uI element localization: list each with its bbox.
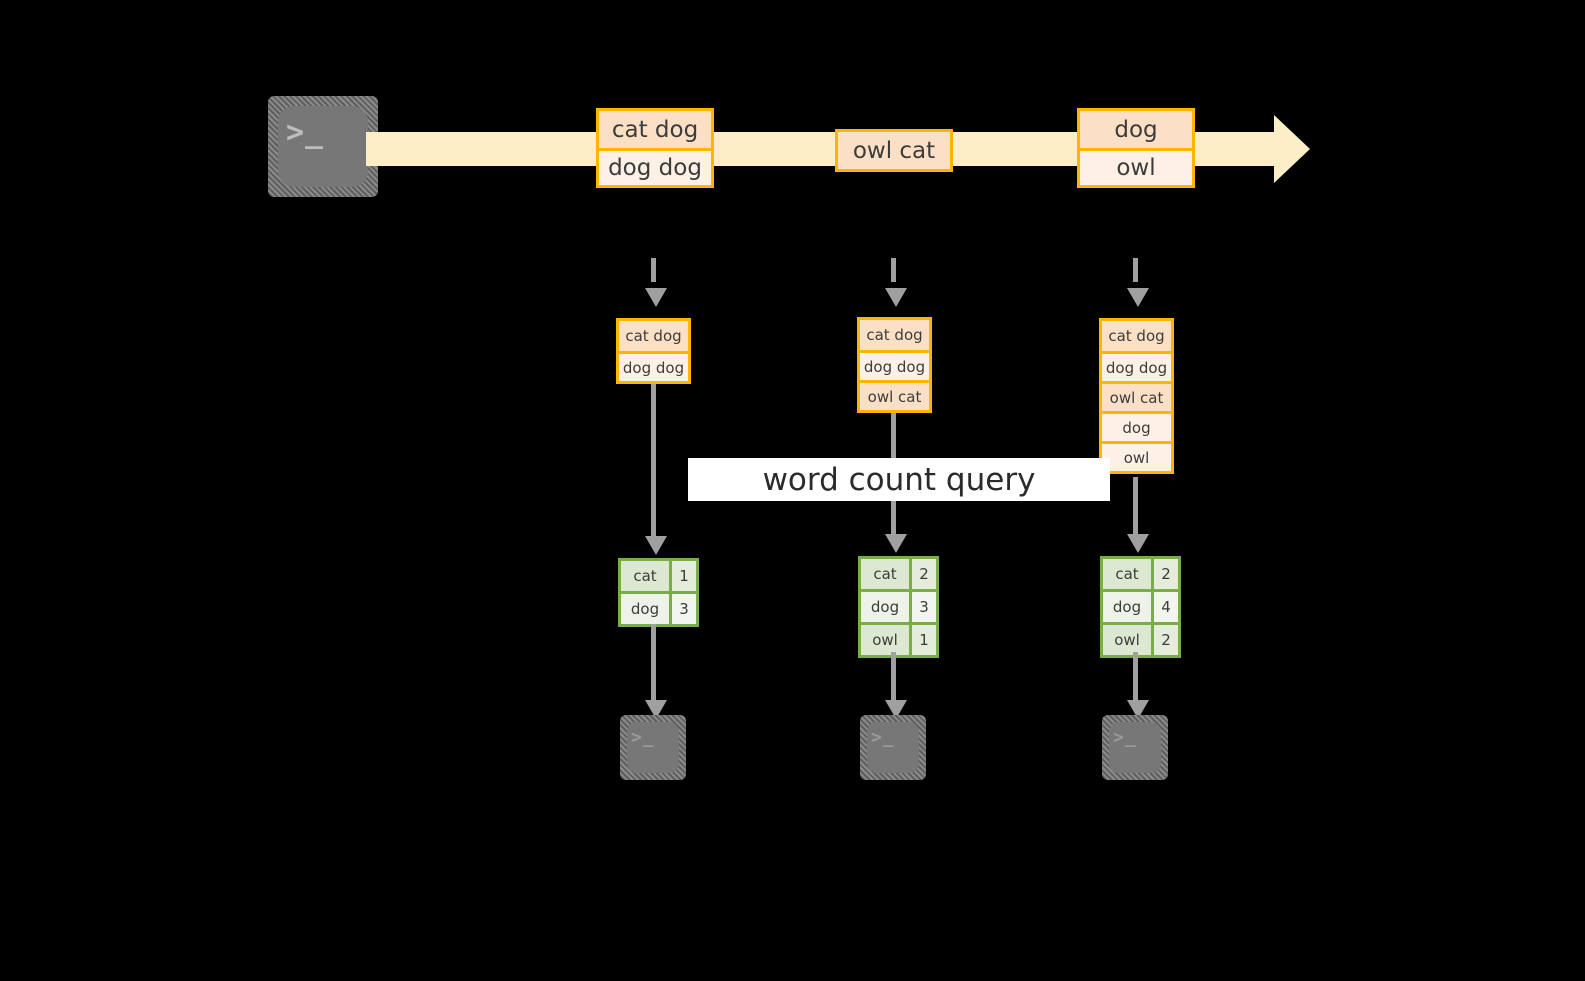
arrow-head-into-sink-3 — [1127, 700, 1149, 719]
terminal-prompt-glyph: >_ — [286, 115, 325, 150]
arrow-head-into-counts-1 — [645, 536, 667, 555]
count-cell: 1 — [909, 625, 936, 655]
word-count-table-2: cat 2 dog 3 owl 1 — [858, 556, 939, 658]
count-cell: 2 — [909, 559, 936, 589]
buffer-line: dog dog — [860, 350, 929, 380]
word-cell: cat — [621, 561, 669, 591]
message-line: cat dog — [599, 111, 711, 148]
table-row: cat 2 — [1103, 559, 1178, 589]
table-row: owl 2 — [1103, 622, 1178, 655]
terminal-screen — [867, 722, 919, 773]
table-row: dog 3 — [621, 591, 696, 624]
buffer-line: owl cat — [1102, 381, 1171, 411]
dashed-connector-1 — [651, 258, 656, 282]
message-line: owl — [1080, 148, 1192, 185]
dashed-connector-2 — [891, 258, 896, 282]
buffer-line: dog dog — [1102, 351, 1171, 381]
terminal-screen — [627, 722, 679, 773]
word-cell: owl — [1103, 625, 1151, 655]
accumulated-buffer-1: cat dog dog dog — [616, 318, 691, 384]
word-cell: dog — [1103, 592, 1151, 622]
sink-connector-3 — [1133, 652, 1138, 704]
buffer-line: dog — [1102, 411, 1171, 441]
message-line: dog — [1080, 111, 1192, 148]
sink-terminal-icon-3: >_ — [1102, 715, 1168, 780]
dashed-connector-3 — [1133, 258, 1138, 282]
query-label-text: word count query — [762, 461, 1036, 498]
stream-message-3[interactable]: dog owl — [1077, 108, 1195, 188]
count-cell: 1 — [669, 561, 696, 591]
buffer-line: dog dog — [619, 351, 688, 381]
source-terminal-icon: >_ — [268, 96, 378, 197]
stream-arrow-head — [1274, 115, 1310, 183]
word-count-table-1: cat 1 dog 3 — [618, 558, 699, 627]
table-row: cat 2 — [861, 559, 936, 589]
table-row: owl 1 — [861, 622, 936, 655]
terminal-screen — [1109, 722, 1161, 773]
arrow-head-into-sink-1 — [645, 700, 667, 719]
stream-message-1[interactable]: cat dog dog dog — [596, 108, 714, 188]
buffer-line: cat dog — [1102, 321, 1171, 351]
count-cell: 3 — [669, 594, 696, 624]
arrow-head-into-counts-3 — [1127, 534, 1149, 553]
query-connector-3 — [1133, 477, 1138, 535]
buffer-line: cat dog — [619, 321, 688, 351]
word-cell: cat — [861, 559, 909, 589]
arrow-head-into-buffer-1 — [645, 288, 667, 307]
sink-terminal-icon-1: >_ — [620, 715, 686, 780]
word-count-table-3: cat 2 dog 4 owl 2 — [1100, 556, 1181, 658]
buffer-line: owl cat — [860, 380, 929, 410]
terminal-prompt-glyph: >_ — [631, 727, 655, 748]
sink-connector-2 — [891, 652, 896, 704]
arrow-head-into-sink-2 — [885, 700, 907, 719]
arrow-head-into-buffer-3 — [1127, 288, 1149, 307]
terminal-prompt-glyph: >_ — [1113, 727, 1137, 748]
terminal-screen — [278, 106, 368, 187]
buffer-line: cat dog — [860, 320, 929, 350]
sink-terminal-icon-2: >_ — [860, 715, 926, 780]
word-cell: cat — [1103, 559, 1151, 589]
count-cell: 2 — [1151, 625, 1178, 655]
accumulated-buffer-3: cat dog dog dog owl cat dog owl — [1099, 318, 1174, 474]
count-cell: 2 — [1151, 559, 1178, 589]
word-cell: owl — [861, 625, 909, 655]
query-label: word count query — [688, 458, 1110, 501]
count-cell: 4 — [1151, 592, 1178, 622]
accumulated-buffer-2: cat dog dog dog owl cat — [857, 317, 932, 413]
table-row: cat 1 — [621, 561, 696, 591]
table-row: dog 4 — [1103, 589, 1178, 622]
query-connector-1 — [651, 384, 656, 536]
message-line: dog dog — [599, 148, 711, 185]
stream-message-2[interactable]: owl cat — [835, 129, 953, 172]
terminal-prompt-glyph: >_ — [871, 727, 895, 748]
message-line: owl cat — [838, 132, 950, 169]
count-cell: 3 — [909, 592, 936, 622]
arrow-head-into-counts-2 — [885, 534, 907, 553]
table-row: dog 3 — [861, 589, 936, 622]
arrow-head-into-buffer-2 — [885, 288, 907, 307]
word-cell: dog — [861, 592, 909, 622]
buffer-line: owl — [1102, 441, 1171, 471]
word-cell: dog — [621, 594, 669, 624]
sink-connector-1 — [651, 624, 656, 704]
